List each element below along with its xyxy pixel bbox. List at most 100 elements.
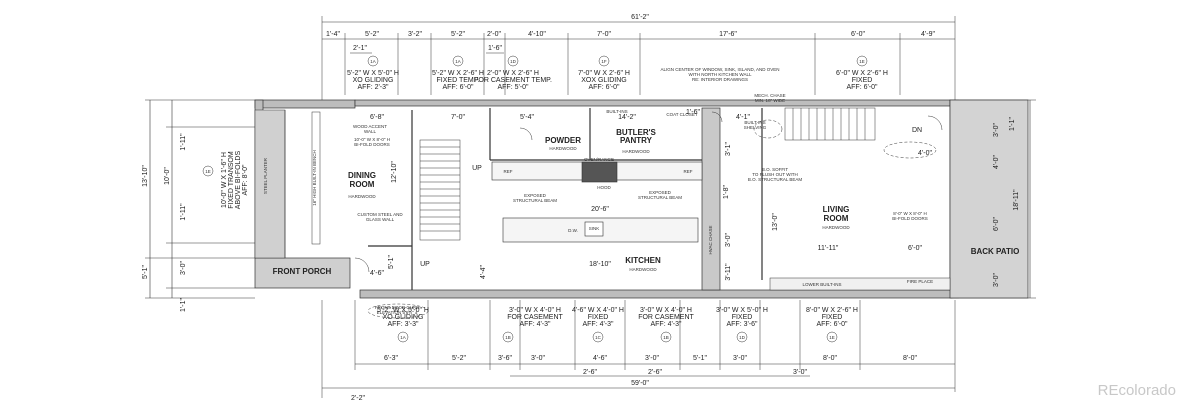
dim-top-4: 2'-0" [487, 31, 501, 38]
window-bottom-1-1: FOR CASEMENT [507, 314, 563, 321]
dim-right-d: 6'-0" [993, 217, 1000, 231]
dim-top-3: 5'-2" [451, 31, 465, 38]
note-oven: OVEN/RANGE [584, 157, 614, 162]
dim-top-0: 1'-4" [326, 31, 340, 38]
dim-right-e: 3'-0" [993, 273, 1000, 287]
note-fireplace: FIRE PLACE [907, 279, 933, 284]
dim-bottom-corner: 2'-2" [351, 395, 365, 402]
note-dw: D.W. [568, 228, 578, 233]
dim-3-11: 3'-11" [725, 263, 732, 281]
room-kitchen: KITCHEN [625, 256, 661, 265]
dim-4-4: 4'-4" [480, 265, 487, 279]
note-hood: HOOD [597, 185, 611, 190]
dim-bottom-7: 3'-0" [733, 355, 747, 362]
dim-bottom-1: 5'-2" [452, 355, 466, 362]
room-living-0: LIVING [823, 205, 850, 214]
room-front-porch: FRONT PORCH [273, 267, 332, 276]
note-bifold-left-0: 10'-0" W X 8'-0" H [354, 137, 390, 142]
note-beam-right-1: STRUCTURAL BEAM [638, 195, 682, 200]
note-bench: 16" HIGH BUILT-IN BENCH [312, 150, 317, 206]
note-bifold-right-1: BI-FOLD DOORS [892, 216, 928, 221]
window-top-0-2: AFF: 2'-3" [357, 84, 389, 91]
dim-overall-top: 61'-2" [631, 14, 649, 21]
window-bottom-3-2: AFF: 4'-3" [650, 321, 682, 328]
note-soffit-1: TO FLUSH OUT WITH [752, 172, 798, 177]
dim-6-0: 6'-0" [908, 245, 922, 252]
dim-top-8: 6'-0" [851, 31, 865, 38]
window-bottom-1-2: AFF: 4'-3" [519, 321, 551, 328]
window-bottom-tag-2: 1C [595, 335, 602, 340]
window-bottom-0-1: XO GLIDING [383, 314, 424, 321]
dim-1-6: 1'-6" [686, 109, 700, 116]
dim-bottom-sub-2: 3'-0" [793, 369, 807, 376]
dim-14-2: 14'-2" [618, 114, 636, 121]
note-soffit-2: B.O. STRUCTURAL BEAM [748, 177, 803, 182]
window-bottom-4-0: 3'-0" W X 5'-0" H [716, 307, 768, 314]
window-top-3-2: AFF: 6'-0" [588, 84, 620, 91]
note-soffit-0: B.O. SOFFIT [762, 167, 789, 172]
note-mech-0: MECH. CHASE [754, 93, 785, 98]
dim-right-c: 4'-0" [993, 155, 1000, 169]
dim-right-a: 1'-1" [1009, 117, 1016, 131]
window-top-tag-4: 1E [859, 59, 865, 64]
dim-left-e: 5'-1" [142, 265, 149, 279]
dim-overall-bottom: 59'-0" [631, 380, 649, 387]
dim-left-a: 1'-11" [180, 133, 187, 151]
window-top-3-1: XOX GLIDING [581, 77, 627, 84]
window-top-1-2: AFF: 6'-0" [442, 84, 474, 91]
note-custom-steel-0: CUSTOM STEEL AND [357, 212, 403, 217]
note-front-door-0: FRONT DOOR CURB [375, 305, 419, 310]
dim-top-9: 4'-9" [921, 31, 935, 38]
watermark: REcolorado [1098, 382, 1176, 399]
dim-left-overall: 13'-10" [142, 165, 149, 187]
note-front-door-1: ELEVATION 5'6½" ± [377, 309, 418, 315]
window-bottom-tag-4: 1D [739, 335, 746, 340]
dim-left-f: 1'-1" [180, 298, 187, 312]
room-dining-1: ROOM [350, 180, 375, 189]
window-left-0: 10'-0" W X 1'-6" H [221, 152, 228, 208]
dim-right-b: 3'-0" [993, 123, 1000, 137]
hardwood-powder: HARDWOOD [549, 146, 577, 151]
window-bottom-5-2: AFF: 6'-0" [816, 321, 848, 328]
dim-11-11: 11'-11" [818, 245, 839, 252]
note-hvac: HVAC CHASE [708, 226, 713, 255]
label-dn: DN [912, 127, 922, 134]
room-powder: POWDER [545, 136, 581, 145]
dim-bottom-9: 8'-0" [903, 355, 917, 362]
dim-top-1: 5'-2" [365, 31, 379, 38]
note-beam-left-0: EXPOSED [524, 193, 547, 198]
note-sink: SINK [589, 226, 600, 231]
window-bottom-3-0: 3'-0" W X 4'-0" H [640, 307, 692, 314]
dim-3-0: 3'-0" [725, 233, 732, 247]
window-top-3-0: 7'-0" W X 2'-6" H [578, 70, 630, 77]
note-ref-left: REF [504, 169, 513, 174]
dim-12-10: 12'-10" [391, 161, 398, 183]
dim-top-2: 3'-2" [408, 31, 422, 38]
dim-bottom-3: 3'-0" [531, 355, 545, 362]
note-built-ins-shelving-0: BUILT-INS [744, 120, 765, 125]
note-align-2: RE: INTERIOR DRAWINGS [692, 77, 748, 82]
dim-top-5: 4'-10" [528, 31, 546, 38]
window-bottom-tag-3: 1B [663, 335, 669, 340]
note-mech-1: MIN. 18" WIDE [755, 98, 785, 103]
note-align-0: ALIGN CENTER OF WINDOW, SINK, ISLAND, AN… [660, 67, 779, 72]
dim-bottom-2: 3'-6" [498, 355, 512, 362]
dim-4-6: 4'-6" [370, 270, 384, 277]
dim-4-1: 4'-1" [736, 114, 750, 121]
window-bottom-5-1: FIXED [822, 314, 843, 321]
hardwood-pantry: HARDWOOD [622, 149, 650, 154]
window-left-3: AFF: 8'-0" [242, 164, 249, 196]
window-bottom-4-2: AFF: 3'-6" [726, 321, 758, 328]
window-bottom-0-0: 5'-2" W X 5'-0" H [377, 307, 429, 314]
dim-1-8: 1'-8" [723, 185, 730, 199]
window-bottom-tag-5: 1E [829, 335, 835, 340]
window-bottom-0-2: AFF: 3'-3" [387, 321, 419, 328]
note-beam-right-0: EXPOSED [649, 190, 672, 195]
window-top-2-1: FOR CASEMENT TEMP. [474, 77, 552, 84]
window-bottom-4-1: FIXED [732, 314, 753, 321]
dim-5-4: 5'-4" [520, 114, 534, 121]
window-bottom-tag-1: 1B [505, 335, 511, 340]
window-bottom-2-0: 4'-6" W X 4'-0" H [572, 307, 624, 314]
window-left-2: ABOVE BI-FOLDS [235, 151, 242, 210]
